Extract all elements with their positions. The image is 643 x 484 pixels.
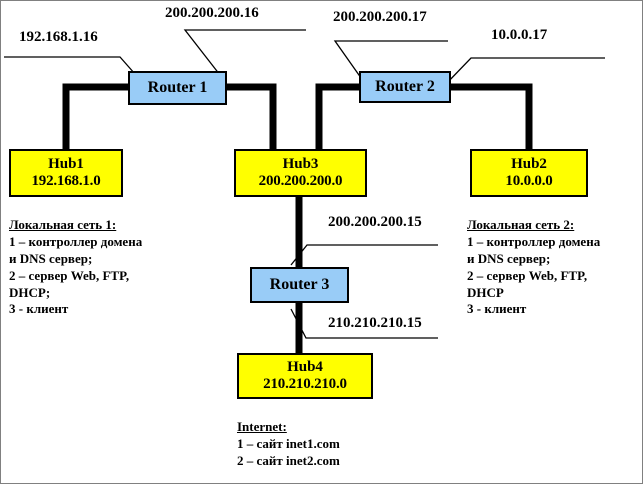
note-lan2-line-4: DHCP (467, 284, 504, 300)
hub2-label: Hub2 (511, 156, 547, 173)
note-internet-line-2: 2 – сайт inet2.com (237, 452, 340, 468)
ip-label-router3-top: 200.200.200.15 (328, 214, 422, 230)
note-lan1-line-3: 2 – сервер Web, FTP, (9, 267, 130, 283)
leader-line-r2-right (444, 57, 605, 86)
hub1-network: 192.168.1.0 (31, 173, 101, 189)
note-lan1-line-4: DHCP; (9, 284, 51, 300)
leader-line-r1-left (4, 56, 136, 75)
ip-label-router1-left: 192.168.1.16 (19, 29, 98, 45)
note-internet-line-1: 1 – сайт inet1.com (237, 435, 340, 451)
ip-label-router1-right: 200.200.200.16 (165, 5, 259, 21)
note-lan2-heading: Локальная сеть 2: (467, 217, 575, 232)
note-lan1-line-2: и DNS сервер; (9, 250, 93, 266)
note-internet: Internet: 1 – сайт inet1.com 2 – сайт in… (237, 419, 340, 470)
node-router2[interactable]: Router 2 (359, 71, 451, 103)
note-lan2: Локальная сеть 2: 1 – контроллер домена … (467, 217, 600, 318)
note-lan1: Локальная сеть 1: 1 – контроллер домена … (9, 217, 142, 318)
leader-line-r3-top (290, 244, 438, 266)
note-lan1-line-1: 1 – контроллер домена (9, 233, 143, 249)
link-router1-hub1 (62, 83, 128, 149)
note-lan2-line-1: 1 – контроллер домена (467, 233, 601, 249)
hub3-network: 200.200.200.0 (258, 173, 343, 189)
note-lan1-heading: Локальная сеть 1: (9, 217, 117, 232)
node-hub2[interactable]: Hub2 10.0.0.0 (470, 149, 588, 197)
hub3-label: Hub3 (282, 156, 319, 173)
hub2-network: 10.0.0.0 (505, 173, 553, 189)
ip-label-router2-left: 200.200.200.17 (333, 9, 427, 25)
link-router1-hub3 (227, 83, 277, 149)
note-lan2-line-3: 2 – сервер Web, FTP, (467, 267, 588, 283)
router3-label: Router 3 (269, 276, 330, 294)
node-router3[interactable]: Router 3 (250, 267, 349, 303)
hub4-label: Hub4 (287, 359, 323, 376)
router1-label: Router 1 (147, 79, 208, 97)
link-router2-hub3 (315, 83, 359, 149)
node-router1[interactable]: Router 1 (128, 71, 227, 105)
hub4-network: 210.210.210.0 (263, 376, 347, 392)
link-router2-hub2 (451, 83, 533, 149)
node-hub1[interactable]: Hub1 192.168.1.0 (9, 149, 123, 197)
ip-label-router3-bottom: 210.210.210.15 (328, 315, 422, 331)
note-lan2-line-5: 3 - клиент (467, 301, 527, 317)
note-lan2-line-2: и DNS сервер; (467, 250, 551, 266)
leader-line-r1-right (183, 29, 306, 76)
ip-label-router2-right: 10.0.0.17 (491, 27, 548, 43)
node-hub4[interactable]: Hub4 210.210.210.0 (237, 353, 373, 399)
hub1-label: Hub1 (48, 156, 84, 173)
note-internet-heading: Internet: (237, 419, 287, 434)
note-lan1-line-5: 3 - клиент (9, 301, 69, 317)
router2-label: Router 2 (375, 78, 435, 96)
node-hub3[interactable]: Hub3 200.200.200.0 (234, 149, 367, 197)
